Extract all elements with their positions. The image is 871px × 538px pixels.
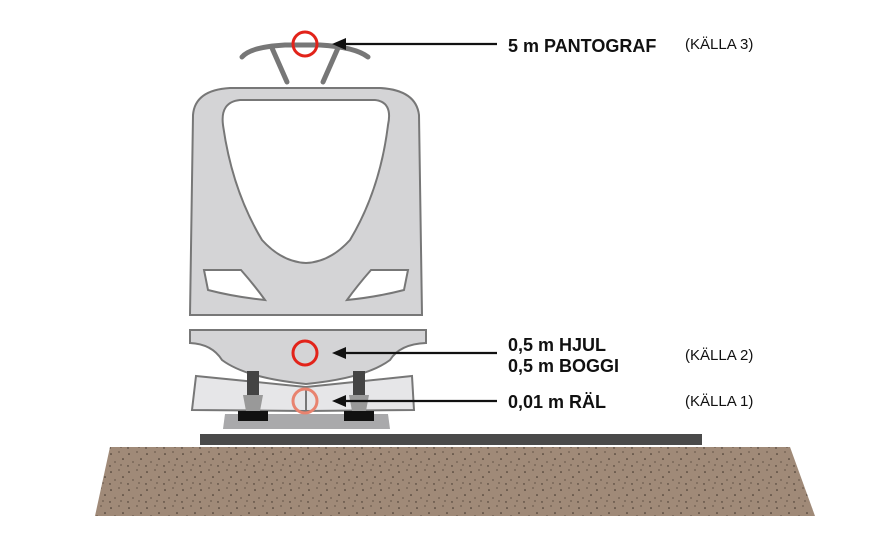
rail-bed [200, 434, 702, 445]
pantograph-label: 5 m PANTOGRAF [508, 36, 657, 56]
source-1-label: (KÄLLA 1) [685, 393, 754, 410]
right-headlight [344, 269, 410, 302]
arrows [332, 38, 497, 407]
wheel-label: 0,5 m HJUL [508, 335, 607, 355]
left-rail-block [238, 411, 268, 421]
dampers [243, 371, 369, 411]
source-2-label: (KÄLLA 2) [685, 347, 754, 364]
wheel-marker-circle [291, 339, 319, 367]
train-skirt [189, 329, 427, 386]
right-rail-block [344, 411, 374, 421]
rail-marker-circle [291, 387, 319, 415]
rail-label: 0,01 m RÄL [508, 392, 607, 412]
left-headlight [202, 269, 268, 302]
train-windshield [221, 99, 391, 265]
source-3-label: (KÄLLA 3) [685, 36, 754, 53]
pantograph [239, 42, 371, 85]
ground-embankment [95, 447, 815, 516]
bogie-label: 0,5 m BOGGI [508, 356, 620, 376]
pantograph-marker-circle [291, 30, 319, 58]
